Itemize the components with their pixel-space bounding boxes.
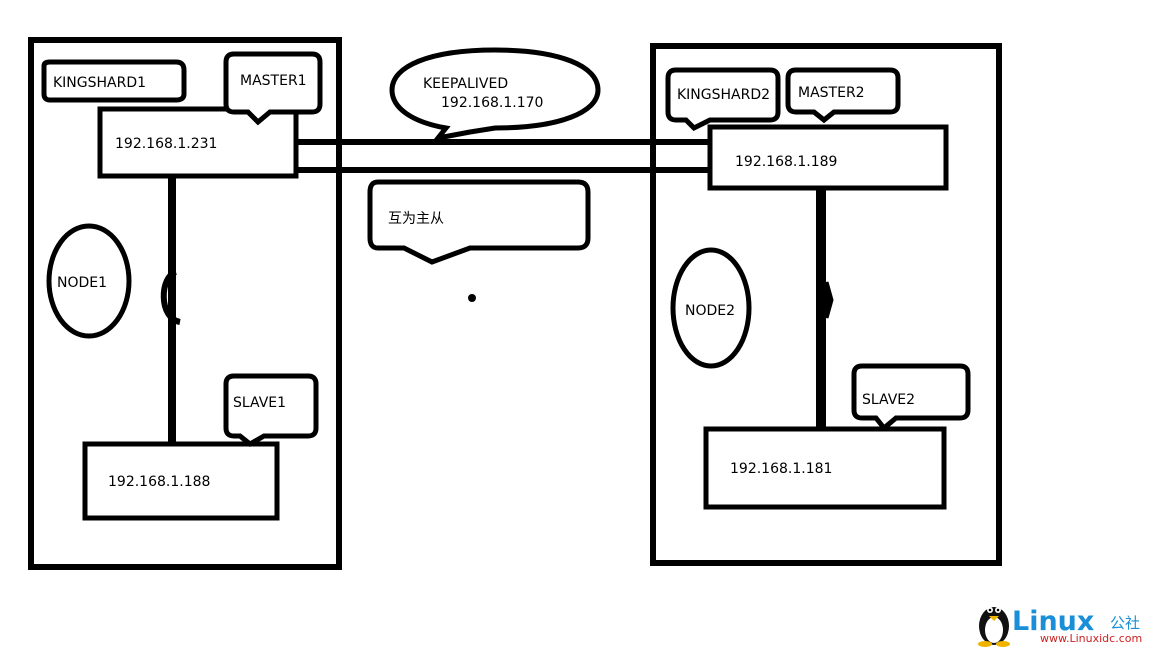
stray-dot bbox=[468, 294, 476, 302]
master2-ip: 192.168.1.189 bbox=[735, 154, 837, 170]
keepalived-label: KEEPALIVED bbox=[423, 76, 508, 92]
penguin-icon bbox=[978, 607, 1010, 647]
slave2-ip: 192.168.1.181 bbox=[730, 461, 832, 477]
watermark-brand: Linux bbox=[1012, 606, 1094, 637]
master1-ip: 192.168.1.231 bbox=[115, 136, 217, 152]
node1-ellipse bbox=[46, 223, 132, 339]
master2-box bbox=[707, 124, 949, 191]
keepalived-vip: 192.168.1.170 bbox=[441, 95, 543, 111]
kingshard2-bubble: KINGSHARD2 bbox=[665, 67, 781, 132]
master2-bubble: MASTER2 bbox=[785, 67, 901, 124]
node2-label: NODE2 bbox=[685, 303, 735, 319]
master1-bubble: MASTER1 bbox=[223, 51, 323, 126]
mutual-replication-label: 互为主从 bbox=[388, 211, 444, 227]
node1-label: NODE1 bbox=[57, 275, 107, 291]
node2-ellipse bbox=[670, 247, 752, 369]
slave1-ip: 192.168.1.188 bbox=[108, 474, 210, 490]
slave2-label: SLAVE2 bbox=[862, 392, 915, 408]
kingshard2-label: KINGSHARD2 bbox=[677, 87, 770, 103]
slave1-label: SLAVE1 bbox=[233, 395, 286, 411]
mutual-replication-bubble: 互为主从 bbox=[367, 179, 591, 265]
slave1-bubble: SLAVE1 bbox=[223, 373, 319, 448]
keepalived-bubble: KEEPALIVED 192.168.1.170 bbox=[389, 47, 601, 142]
node1-link-bracket bbox=[160, 269, 182, 325]
watermark-url: www.Linuxidc.com bbox=[1040, 632, 1142, 645]
node2-link-bracket bbox=[825, 281, 834, 319]
master2-label: MASTER2 bbox=[798, 85, 865, 101]
kingshard1-bubble: KINGSHARD1 bbox=[41, 59, 187, 103]
slave1-box bbox=[82, 441, 280, 521]
kingshard1-label: KINGSHARD1 bbox=[53, 75, 146, 91]
slave2-bubble: SLAVE2 bbox=[851, 363, 971, 432]
slave2-box bbox=[703, 426, 947, 510]
watermark-suffix: 公社 bbox=[1110, 614, 1140, 632]
master1-label: MASTER1 bbox=[240, 73, 307, 89]
node2-container bbox=[650, 43, 1002, 566]
watermark: Linux 公社 www.Linuxidc.com bbox=[978, 606, 1142, 647]
node1-container bbox=[28, 37, 342, 570]
